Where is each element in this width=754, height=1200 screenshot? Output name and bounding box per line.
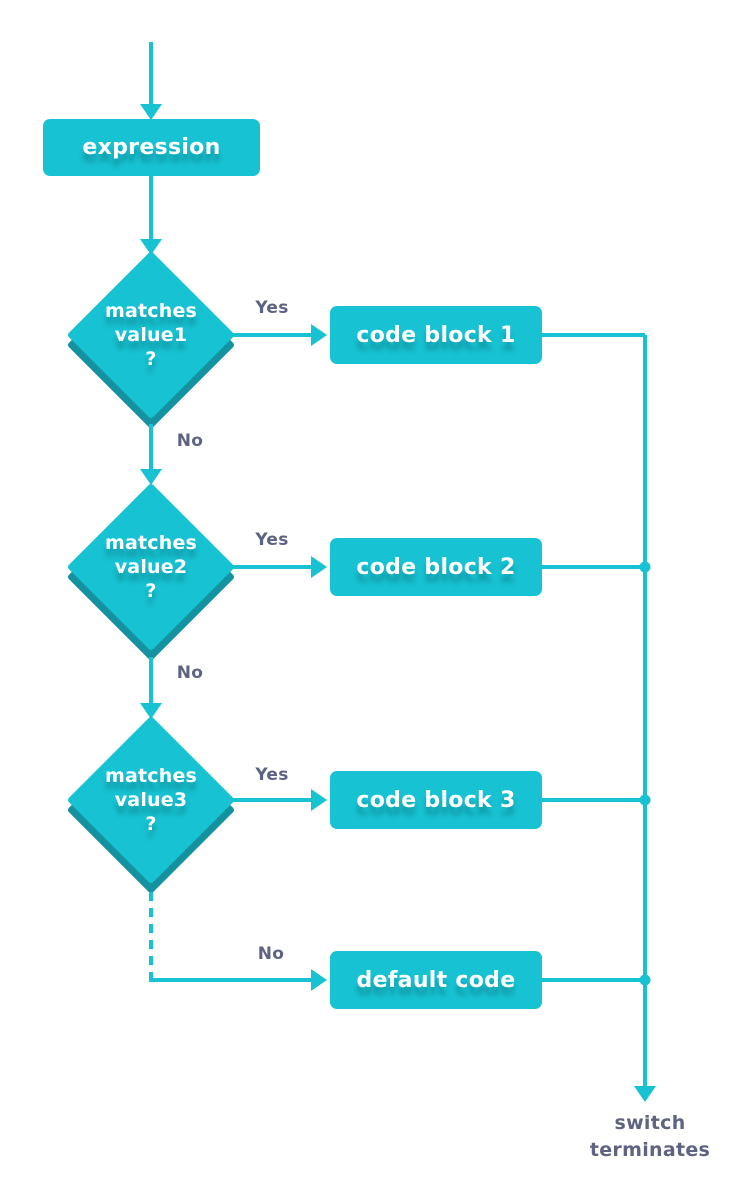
junction-dot-default (639, 974, 651, 986)
arrowhead-codeblock1-icon (311, 324, 327, 346)
arrowhead-terminate-icon (634, 1086, 656, 1102)
decision1-line2: value1 (114, 324, 188, 346)
decision1-label: matches value1 ? (71, 299, 231, 371)
switch-terminates-line2: terminates (589, 1139, 711, 1161)
code-block-3-node: code block 3 (330, 771, 542, 829)
default-code-node: default code (330, 951, 542, 1009)
decision3-diamond (68, 717, 234, 883)
arrowhead-entry-icon (140, 104, 162, 120)
label-no-1: No (176, 431, 204, 451)
decision3-line3: ? (145, 813, 157, 835)
decision1-line1: matches (104, 300, 198, 322)
edge-default-corner (149, 972, 311, 982)
decision2-diamond (68, 484, 234, 650)
label-no-2: No (176, 663, 204, 683)
decision3-label: matches value3 ? (71, 764, 231, 836)
switch-terminates-label: switch terminates (590, 1110, 710, 1164)
code-block-2-node: code block 2 (330, 538, 542, 596)
decision2-line2: value2 (114, 556, 188, 578)
arrowhead-decision3-icon (140, 703, 162, 719)
switch-terminates-line1: switch (614, 1112, 686, 1134)
arrowhead-default-icon (311, 969, 327, 991)
junction-dot-codeblock3 (639, 794, 651, 806)
decision2-line3: ? (145, 580, 157, 602)
decision2-line1: matches (104, 532, 198, 554)
decision3-line2: value3 (114, 789, 188, 811)
decision1-line3: ? (145, 348, 157, 370)
decision1-diamond (68, 252, 234, 418)
arrowhead-codeblock3-icon (311, 789, 327, 811)
decision2-label: matches value2 ? (71, 531, 231, 603)
junction-dot-codeblock2 (639, 561, 651, 573)
decision3-line1: matches (104, 765, 198, 787)
label-yes-1: Yes (255, 298, 289, 318)
label-no-3: No (257, 944, 285, 964)
expression-node: expression (43, 119, 260, 176)
label-yes-3: Yes (255, 765, 289, 785)
arrowhead-codeblock2-icon (311, 556, 327, 578)
label-yes-2: Yes (255, 530, 289, 550)
arrowhead-decision1-icon (140, 239, 162, 255)
arrowhead-decision2-icon (140, 469, 162, 485)
code-block-1-node: code block 1 (330, 306, 542, 364)
